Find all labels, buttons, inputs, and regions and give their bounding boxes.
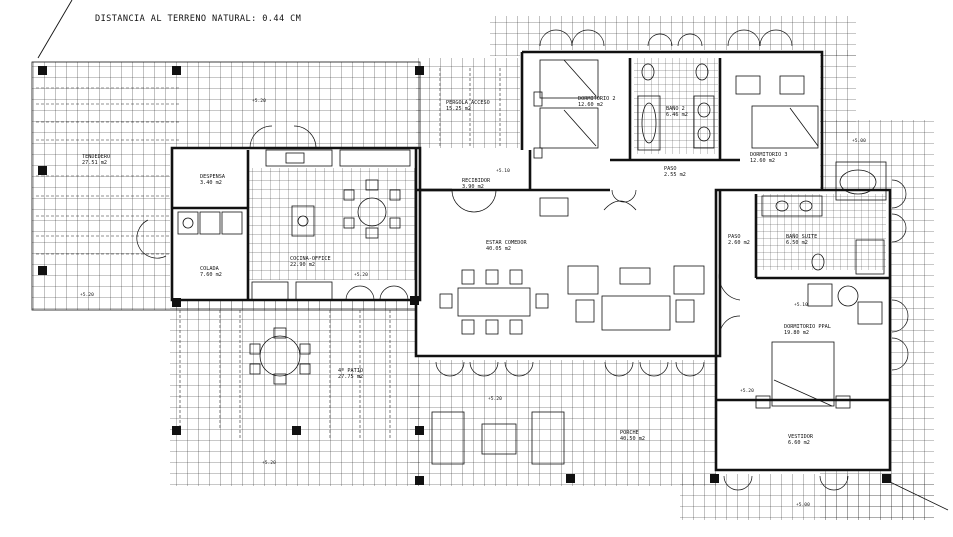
room-name: 4º PATIO: [338, 368, 363, 374]
room-labels: TENDEDERO 27.51 m2 DESPENSA 3.40 m2 COLA…: [82, 96, 831, 446]
header-note: DISTANCIA AL TERRENO NATURAL: 0.44 CM: [95, 14, 301, 24]
level-marker: +5.20: [262, 460, 276, 466]
level-marker: +5.20: [80, 292, 94, 298]
room-name: DORMITORIO 2: [578, 96, 615, 102]
room-area: 7.60 m2: [200, 272, 222, 278]
room-area: 27.75 m2: [338, 374, 363, 380]
level-marker: +5.00: [852, 138, 866, 144]
room-name: VESTIDOR: [788, 434, 814, 440]
room-area: 2.55 m2: [664, 172, 686, 178]
header-leader-line: [37, 0, 73, 59]
room-area: 19.80 m2: [784, 330, 809, 336]
room-name: COCINA-OFFICE: [290, 256, 331, 262]
room-area: 15.25 m2: [446, 106, 471, 112]
room-area: 6.50 m2: [786, 240, 808, 246]
level-marker: +5.20: [488, 396, 502, 402]
room-area: 12.60 m2: [578, 102, 603, 108]
room-area: 27.51 m2: [82, 160, 107, 166]
room-name: BAÑO 2: [666, 105, 685, 112]
level-marker: +5.10: [794, 302, 808, 308]
leader-line: [889, 481, 949, 511]
room-name: PORCHE: [620, 430, 639, 436]
room-name: ESTAR COMEDOR: [486, 240, 527, 246]
level-marker: +5.00: [796, 502, 810, 508]
room-area: 22.90 m2: [290, 262, 315, 268]
level-marker: +5.20: [252, 98, 266, 104]
room-name: DORMITORIO 3: [750, 152, 787, 158]
room-name: PASO: [728, 234, 741, 240]
room-name: PERGOLA ACCESO: [446, 100, 490, 106]
level-marker: +5.20: [740, 388, 754, 394]
level-markers: +5.20 +5.20 +5.10 +5.20 +5.20 +5.20 +5.0…: [80, 98, 866, 508]
house-footprint: [170, 50, 890, 470]
room-area: 6.46 m2: [666, 112, 688, 118]
room-area: 3.40 m2: [200, 180, 222, 186]
room-area: 2.60 m2: [728, 240, 750, 246]
level-marker: +5.20: [354, 272, 368, 278]
columns: [38, 66, 891, 485]
room-name: DESPENSA: [200, 174, 226, 180]
room-area: 12.60 m2: [750, 158, 775, 164]
room-name: RECIBIDOR: [462, 178, 491, 184]
level-marker: +5.10: [496, 168, 510, 174]
room-area: 40.50 m2: [620, 436, 645, 442]
door-swings: [136, 29, 909, 491]
room-area: 40.05 m2: [486, 246, 511, 252]
room-name: DORMITORIO PPAL: [784, 324, 831, 330]
tendedero-pergola: [36, 68, 501, 440]
room-area: 3.90 m2: [462, 184, 484, 190]
walls: [170, 50, 892, 472]
room-name: PASO: [664, 166, 677, 172]
room-name: BAÑO SUITE: [786, 233, 817, 240]
furniture: [177, 59, 887, 465]
room-area: 6.60 m2: [788, 440, 810, 446]
room-name: TENDEDERO: [82, 154, 110, 160]
room-name: COLADA: [200, 266, 220, 272]
